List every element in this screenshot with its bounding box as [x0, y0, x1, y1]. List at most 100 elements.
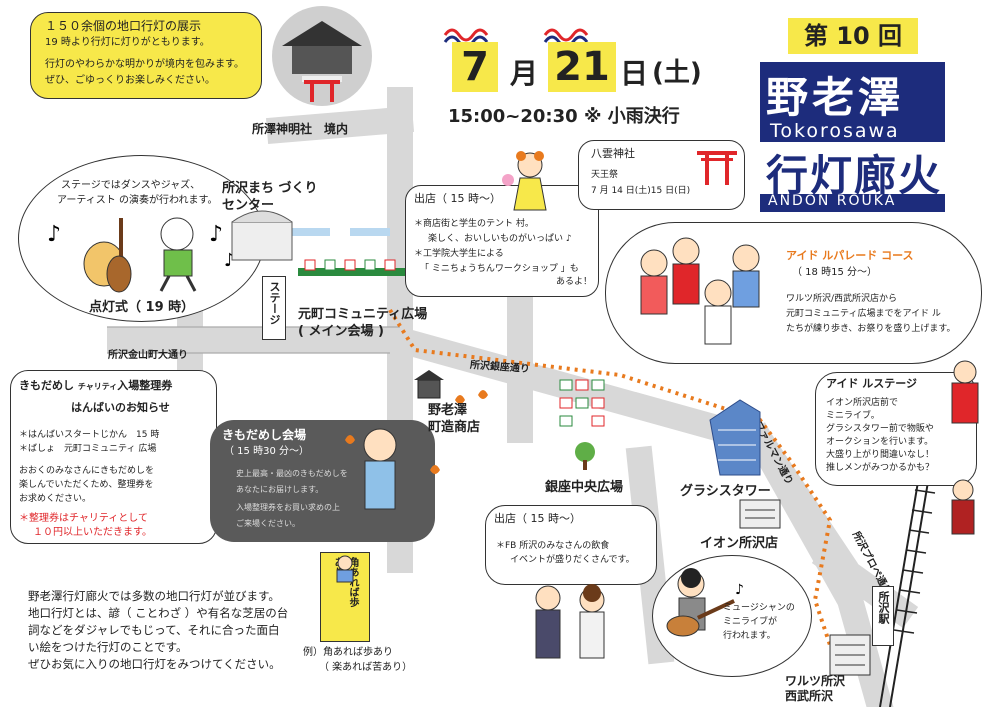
- event-time: 15:00~20:30 ※ 小雨決行: [448, 106, 680, 127]
- description-line: 地口行灯とは、諺（ ことわざ ）や有名な芝居の台: [28, 606, 289, 620]
- musician-line: ミニライブが: [723, 617, 778, 627]
- title-sub-roman: ANDON ROUKA: [768, 193, 897, 209]
- wartz-label-line: ワルツ所沢: [785, 674, 846, 688]
- title-panel: 野老澤 Tokorosawa 行灯廊火 ANDON ROUKA: [760, 62, 945, 212]
- notice-title: きもだめし チャリティ入場整理券: [19, 377, 172, 393]
- stage-label: ステージ: [268, 281, 281, 325]
- wartz-label: ワルツ所沢 西武所沢: [785, 674, 845, 704]
- yakumo-line: 天王祭: [591, 170, 619, 180]
- shrine-bubble-line: 19 時より行灯に灯りがともります。: [45, 37, 210, 48]
- glacis-tower-icon: [709, 399, 761, 476]
- andon-description: 野老澤行灯廊火では多数の地口行灯が並びます。 地口行灯とは、諺（ ことわざ ）や…: [28, 588, 308, 673]
- guitarist-icon: ♪: [666, 568, 744, 637]
- yakumo-shrine-bubble: 八雲神社 天王祭 7 月 14 日(土)15 日(日): [578, 140, 745, 210]
- fb-line: イベントが盛りだくさんです。: [510, 555, 635, 565]
- notice-title-part: 入場整理券: [117, 379, 173, 392]
- description-line: 野老澤行灯廊火では多数の地口行灯が並びます。: [28, 589, 280, 603]
- idol-stage-bubble: アイド ルステージ イオン所沢店前で ミニライブ。 グラシスタワー前で物販や オ…: [815, 372, 977, 486]
- venue-line: 入場整理券をお買い求めの上: [236, 503, 340, 512]
- notice-title-part: チャリティ: [77, 382, 118, 391]
- venue-line: あなたにお届けします。: [236, 485, 324, 494]
- lantern-caption-line: 例）角あれば歩あり: [303, 647, 393, 658]
- shop-label-line: 野老澤: [428, 403, 468, 418]
- notice-subtitle: はんばいのお知らせ: [71, 401, 170, 414]
- yakumo-title: 八雲神社: [591, 147, 635, 160]
- idol-stage-line: イオン所沢店前で: [826, 398, 899, 408]
- notice-line: ＊ばしょ 元町コミュニティ 広場: [19, 444, 157, 454]
- machizukuri-center-label: 所沢まち づくり センター: [222, 180, 318, 214]
- ginza-plaza-label: 銀座中央広場: [545, 480, 624, 495]
- venue-line: 史上最高・最凶のきもだめしを: [236, 469, 348, 478]
- shrine-bubble-title: １５０余個の地口行灯の展示: [45, 19, 202, 33]
- venue-title: きもだめし会場: [222, 428, 307, 442]
- lantern-caption: 例）角あれば歩あり （ 楽あれば苦あり）: [303, 645, 412, 675]
- svg-text:♪: ♪: [735, 582, 744, 598]
- shop-label: 野老澤 町造商店: [428, 402, 480, 436]
- glacis-tower-label: グラシスタワー: [680, 484, 771, 499]
- title-block: 第 10 回 野老澤 Tokorosawa 行灯廊火 ANDON ROUKA: [760, 18, 945, 218]
- stage-bubble-line: ステージではダンスやジャズ、: [61, 180, 201, 191]
- aeon-building-icon: [739, 499, 781, 529]
- stalls-bubble: 出店（ 15 時～） ＊商店街と学生のテント 村。 楽しく、おいしいものがいっぱ…: [405, 185, 599, 297]
- notice-line: お求めください。: [19, 494, 92, 504]
- center-label-line: センター: [222, 198, 275, 213]
- description-line: 詞などをダジャレでもじって、それに合った面白: [28, 623, 280, 637]
- weekday: (土): [652, 58, 702, 88]
- title-main: 野老澤: [766, 73, 905, 122]
- fb-title: 出店（ 15 時～）: [494, 512, 581, 525]
- venue-line: ご来場ください。: [236, 519, 300, 528]
- road-label-kanayama: 所沢金山町大通り: [108, 350, 188, 361]
- parade-line: 元町コミュニティ広場までをアイド ル: [786, 309, 941, 319]
- shrine-bubble-line: 行灯のやわらかな明かりが境内を包みます。: [45, 59, 244, 70]
- notice-line: おおくのみなさんにきもだめしを: [19, 466, 155, 476]
- stalls-line: 「 ミニちょうちんワークショップ 」も: [420, 264, 579, 274]
- month-number: 7: [452, 42, 498, 92]
- stalls-line: あるよ！: [556, 277, 593, 287]
- idol-stage-line: オークションを行います。: [826, 437, 934, 447]
- kimodameshi-venue-bubble: きもだめし会場 （ 15 時30 分～） 史上最高・最凶のきもだめしを あなたに…: [210, 420, 435, 542]
- stage-bubble: ステージではダンスやジャズ、 アーティスト の演奏が行われます。 ♪ ♪ ♪ 点…: [18, 155, 265, 322]
- idol-stage-line: 推しメンがみつかるかも？: [826, 463, 935, 473]
- edition-badge: 第 10 回: [788, 18, 918, 54]
- notice-line: ＊はんばいスタートじかん 15 時: [19, 430, 160, 440]
- shrine-building-icon: [282, 21, 362, 102]
- torii-icon: [697, 151, 737, 185]
- parade-time: （ 18 時15 分～）: [792, 267, 877, 278]
- stalls-line: ＊工学院大学生による: [414, 249, 504, 259]
- plaza-label-line: ( メイン会場 ): [298, 324, 384, 339]
- idol-stage-line: グラシスタワー前で物販や: [826, 424, 934, 434]
- station-label-box: 所沢駅: [872, 586, 894, 646]
- idol-stage-line: ミニライブ。: [826, 411, 880, 421]
- lantern-caption-line: （ 楽あれば苦あり）: [319, 662, 413, 673]
- yakumo-line: 7 月 14 日(土)15 日(日): [591, 186, 691, 196]
- shrine-photo: [272, 6, 372, 106]
- musician-line: ミュージシャンの: [723, 603, 795, 613]
- aeon-label: イオン所沢店: [700, 536, 779, 551]
- notice-red-line: ＊整理券はチャリティとして: [19, 513, 148, 524]
- description-line: ぜひお気に入りの地口行灯をみつけてください。: [28, 657, 281, 671]
- musician-line: 行われます。: [723, 631, 776, 641]
- fb-stalls-bubble: 出店（ 15 時～） ＊FB 所沢のみなさんの飲食 イベントが盛りだくさんです。: [485, 505, 657, 585]
- svg-text:♪: ♪: [47, 222, 61, 247]
- month-kanji: 月: [510, 57, 539, 90]
- title-sub: 行灯廊火: [766, 151, 943, 200]
- idol-group-illustration: [640, 237, 760, 345]
- svg-text:♪: ♪: [224, 250, 236, 271]
- title-roman: Tokorosawa: [770, 120, 900, 142]
- wartz-building-icon: [829, 634, 871, 676]
- parade-route: [388, 308, 837, 661]
- main-plaza-label: 元町コミュニティ広場 ( メイン会場 ): [298, 306, 427, 340]
- svg-text:♪: ♪: [209, 222, 223, 247]
- musicians-illustration: ♪ ♪ ♪: [47, 217, 236, 293]
- shrine-info-bubble: １５０余個の地口行灯の展示 19 時より行灯に灯りがともります。 行灯のやわらか…: [30, 12, 262, 99]
- station-label: 所沢駅: [877, 591, 890, 624]
- shop-icon: [414, 370, 444, 399]
- shrine-label: 所澤神明社 境内: [252, 122, 349, 136]
- sample-lantern: 角あれば歩あり: [320, 552, 370, 642]
